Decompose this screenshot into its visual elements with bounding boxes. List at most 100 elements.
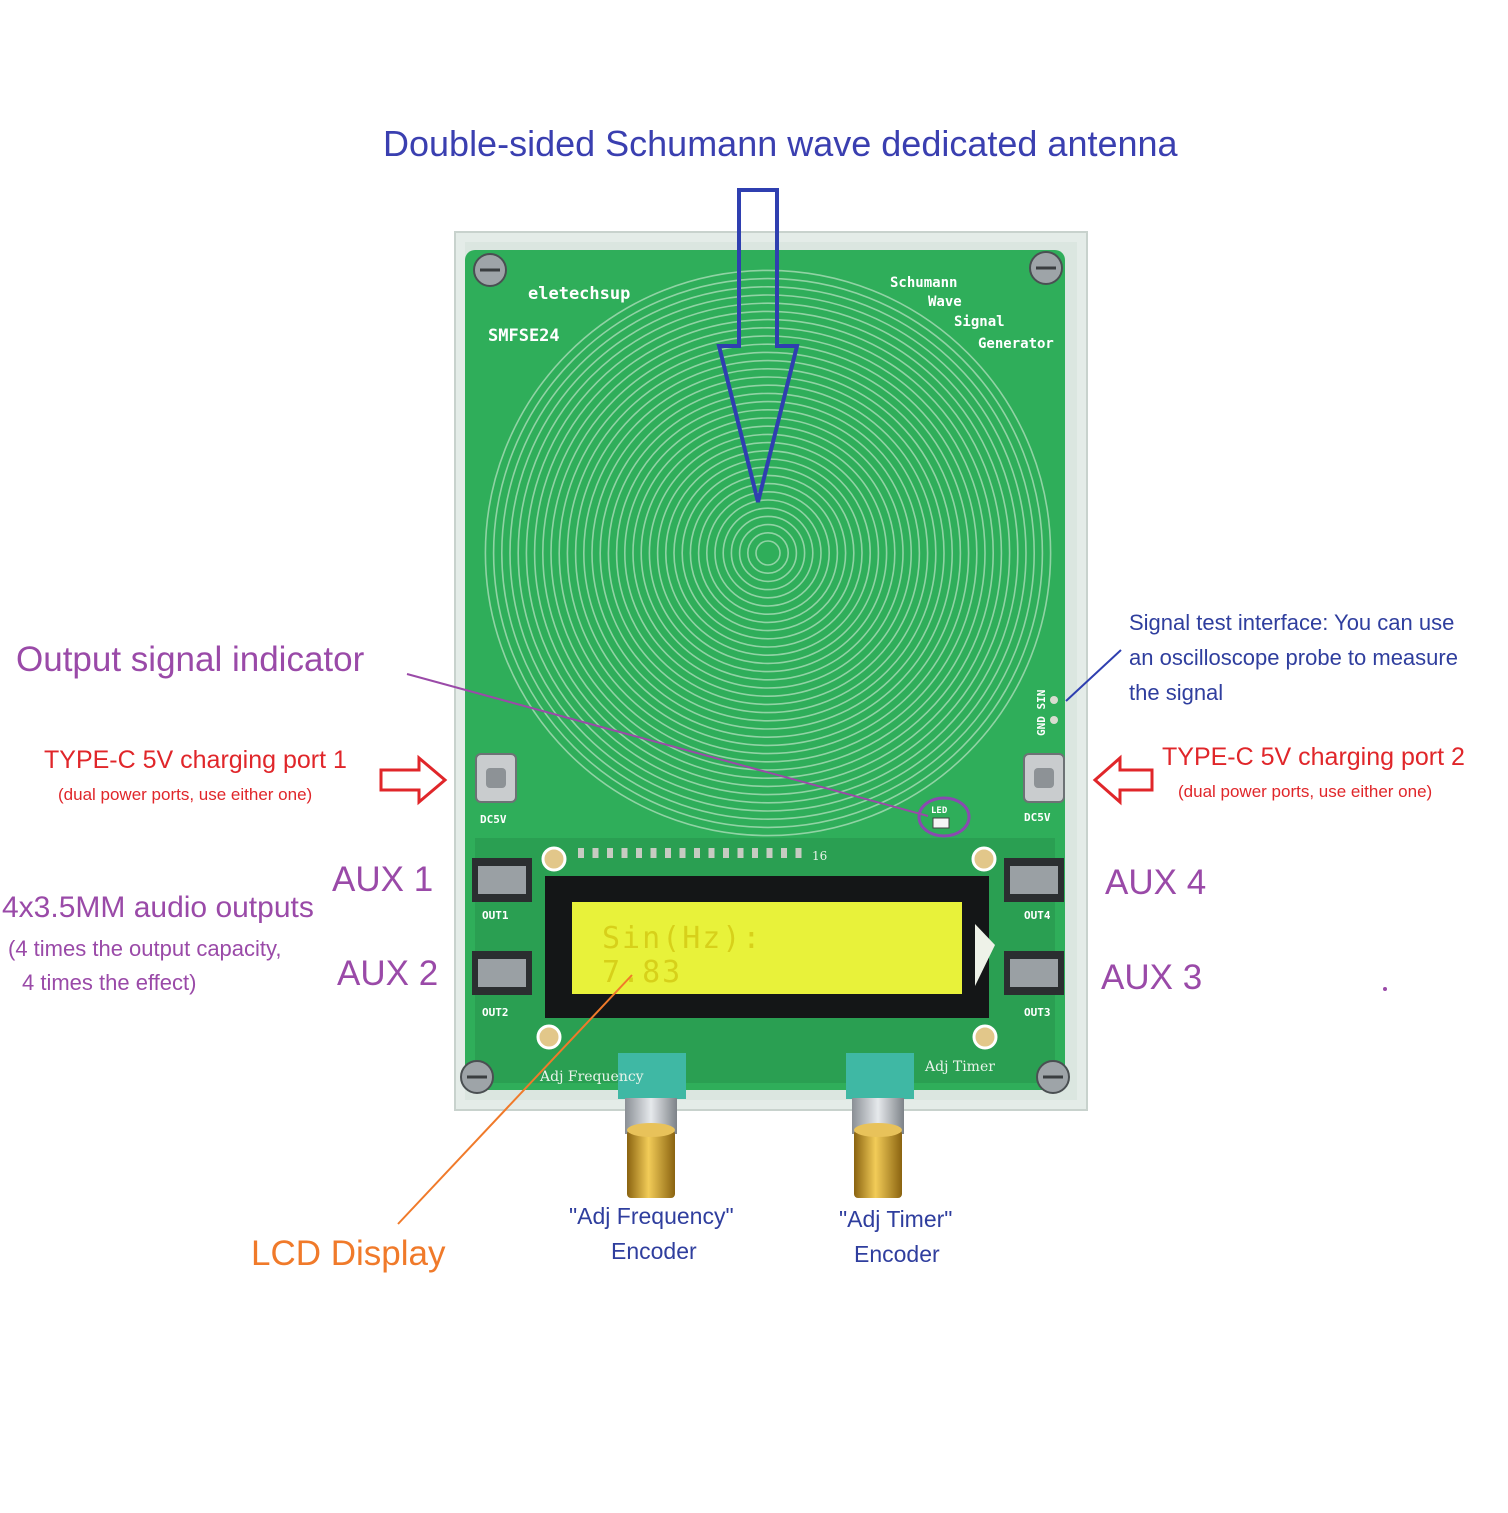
out2-label: OUT2: [482, 1006, 509, 1019]
antenna-ring: [582, 367, 953, 738]
knob-right-silk: Adj Timer: [924, 1059, 995, 1075]
lcd-line-2: 7.83: [602, 955, 682, 990]
antenna-ring: [525, 310, 1011, 796]
antenna-ring: [648, 433, 888, 673]
antenna-ring: [541, 326, 994, 779]
antenna-ring: [755, 540, 781, 566]
aux2-label: AUX 2: [337, 954, 439, 993]
knob-left-silk: Adj Frequency: [539, 1069, 644, 1085]
antenna-ring: [558, 343, 978, 763]
header-pin: [636, 848, 642, 858]
board-model: SMFSE24: [488, 326, 560, 346]
aux3-label: AUX 3: [1101, 958, 1203, 997]
test-pins-label: GND SIN: [1035, 690, 1048, 736]
antenna-ring: [591, 376, 945, 730]
antenna-ring: [656, 441, 880, 665]
antenna-ring: [664, 449, 871, 656]
dc-label-left: DC5V: [480, 813, 507, 826]
antenna-ring: [705, 490, 830, 615]
mount-hole: [971, 846, 997, 872]
test-pin-gnd: [1050, 716, 1058, 724]
header-pin: [752, 848, 758, 858]
antenna-ring: [730, 515, 806, 591]
lcd-line-1: Sin(Hz):: [602, 921, 763, 956]
test-interface-line-1: Signal test interface: You can use: [1129, 610, 1455, 635]
aux1-label: AUX 1: [332, 860, 434, 899]
header-pin: [737, 848, 744, 858]
antenna-ring: [492, 277, 1044, 829]
antenna-ring: [484, 269, 1052, 837]
header-pin: [781, 848, 787, 858]
adj-timer-sub: Encoder: [854, 1241, 940, 1267]
antenna-ring: [689, 474, 847, 632]
adj-frequency-title: "Adj Frequency": [569, 1203, 734, 1229]
encoder-left-knob[interactable]: [625, 1098, 677, 1198]
port2-note: (dual power ports, use either one): [1178, 782, 1433, 801]
header-pin: [723, 848, 729, 858]
dc-label-right: DC5V: [1024, 811, 1051, 824]
lcd-header-pins: [578, 848, 802, 858]
audio-jack-out4: [1004, 858, 1064, 902]
board-product-line-4: Generator: [978, 336, 1054, 352]
port2-title: TYPE-C 5V charging port 2: [1162, 743, 1465, 771]
out1-label: OUT1: [482, 909, 509, 922]
audio-outputs-note-1: (4 times the output capacity,: [8, 936, 282, 961]
antenna-ring: [738, 523, 798, 583]
antenna-ring: [509, 294, 1027, 812]
screw-icon: [473, 253, 507, 287]
adj-frequency-sub: Encoder: [611, 1238, 697, 1264]
screw-icon: [1029, 251, 1063, 285]
encoder-right-knob[interactable]: [852, 1098, 904, 1198]
header-pin: [708, 848, 715, 858]
antenna-ring: [615, 400, 921, 706]
header-pin: [621, 848, 628, 858]
header-pin: [592, 848, 599, 858]
lcd-screen: [572, 902, 962, 994]
audio-jack-out1: [472, 858, 532, 902]
port1-arrow-icon: [379, 754, 448, 806]
adj-timer-title: "Adj Timer": [839, 1206, 953, 1232]
antenna-ring: [722, 507, 814, 599]
antenna-ring: [697, 482, 839, 624]
audio-outputs-title: 4x3.5MM audio outputs: [2, 891, 314, 924]
antenna-ring: [599, 384, 937, 722]
out4-label: OUT4: [1024, 909, 1051, 922]
header-pin: [679, 848, 686, 858]
page-title: Double-sided Schumann wave dedicated ant…: [383, 123, 1178, 164]
test-interface-line-2: an oscilloscope probe to measure: [1129, 645, 1458, 670]
lcd-display-label: LCD Display: [251, 1234, 446, 1273]
test-interface-line-3: the signal: [1129, 680, 1224, 705]
header-pin: [665, 848, 671, 858]
screw-icon: [1036, 1060, 1070, 1094]
lcd-backlight-tab: [975, 924, 995, 986]
out3-label: OUT3: [1024, 1006, 1051, 1019]
antenna-ring: [632, 417, 904, 689]
audio-jack-out2: [472, 951, 532, 995]
port2-arrow-icon: [1092, 754, 1154, 806]
board-product-line-3: Signal: [954, 314, 1005, 330]
antenna-ring: [517, 302, 1019, 804]
board-product-line-2: Wave: [928, 294, 962, 310]
encoder-right-body: [846, 1053, 914, 1099]
test-pin-sin: [1050, 696, 1058, 704]
antenna-ring: [574, 359, 962, 747]
antenna-ring: [533, 318, 1003, 788]
antenna-ring: [500, 285, 1036, 821]
led-highlight: [917, 796, 971, 838]
antenna-ring: [746, 531, 789, 574]
screw-icon: [460, 1060, 494, 1094]
antenna-ring: [566, 351, 970, 755]
antenna-ring: [640, 425, 896, 681]
spiral-antenna: [484, 269, 1052, 837]
antenna-ring: [550, 335, 986, 771]
antenna-ring: [623, 408, 912, 697]
output-indicator-label: Output signal indicator: [16, 640, 365, 679]
stray-dot: [1383, 987, 1387, 991]
header-pin: [766, 848, 773, 858]
port1-note: (dual power ports, use either one): [58, 785, 313, 804]
header-pin: [694, 848, 700, 858]
encoder-left-body: [618, 1053, 686, 1099]
antenna-ring: [607, 392, 929, 714]
svg-text:GND SIN: GND SIN: [1035, 690, 1048, 736]
